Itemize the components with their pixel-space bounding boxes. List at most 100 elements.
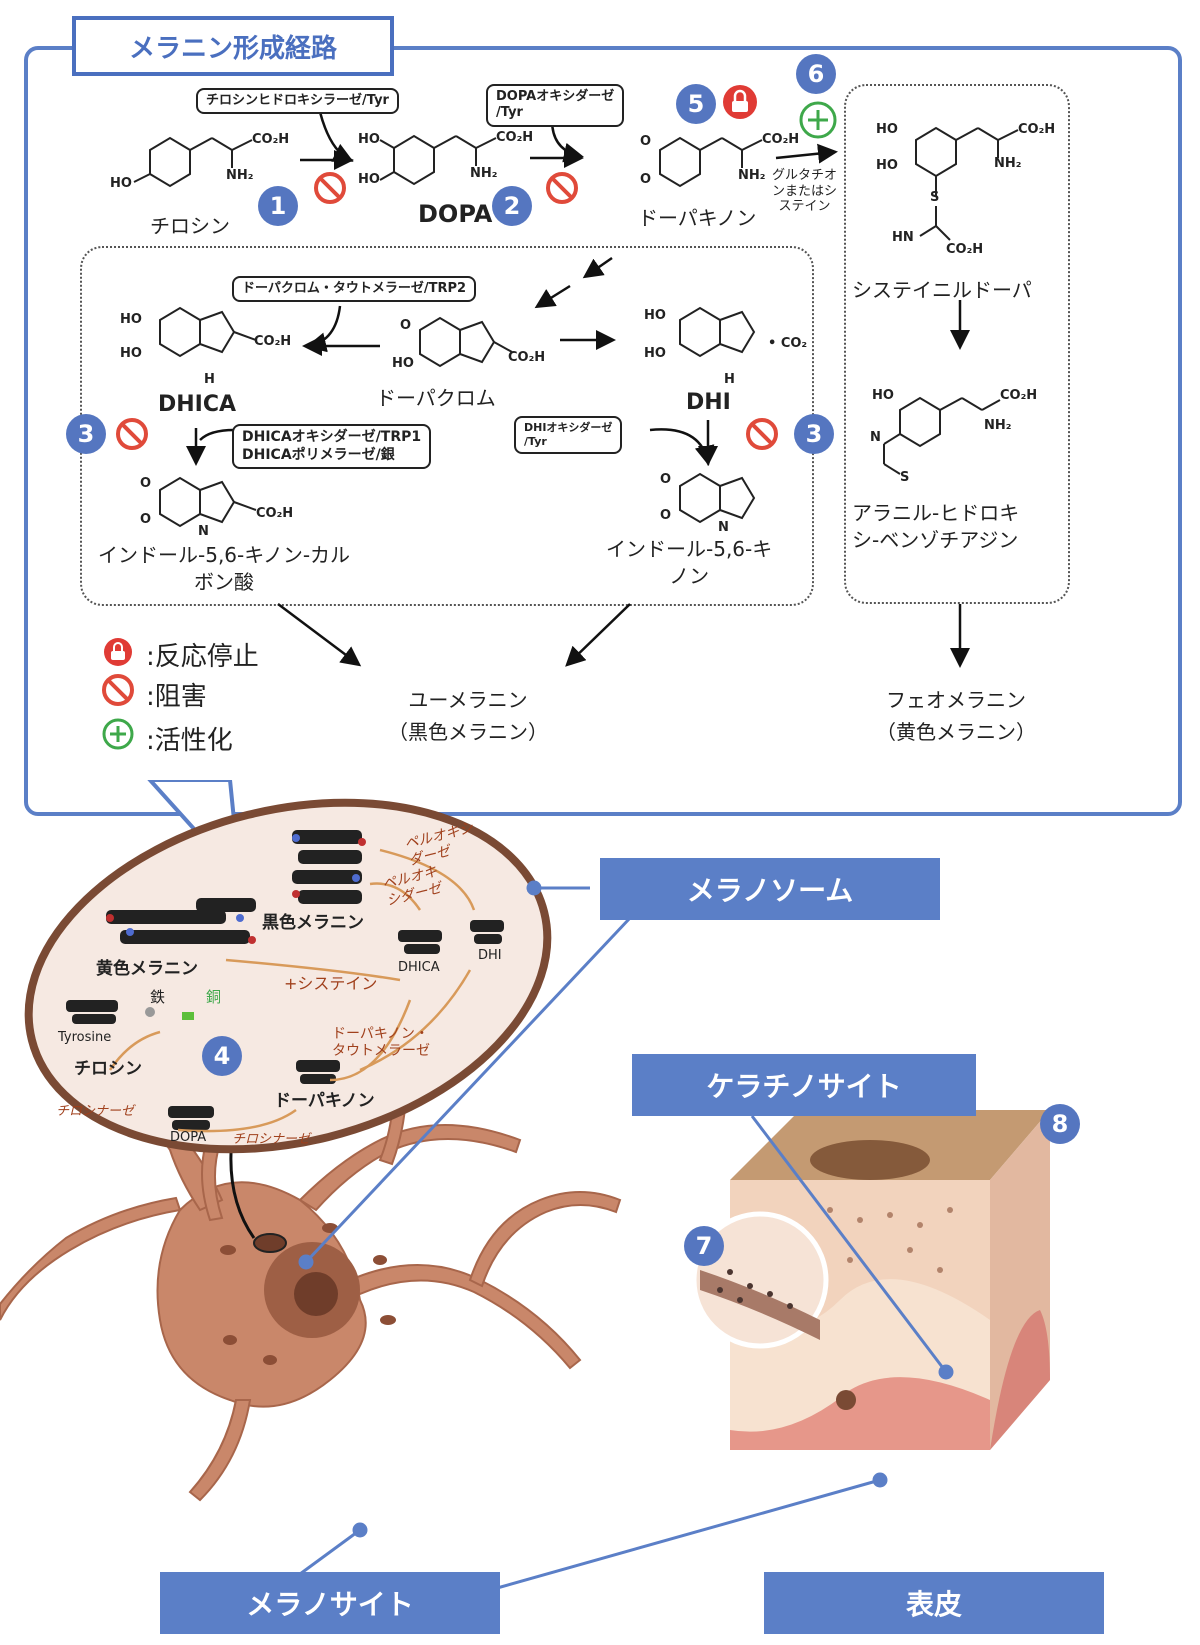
indole-quinone-line1: インドール-5,6-キ [606, 537, 773, 561]
arrow [108, 1030, 161, 1071]
dopaquinone-label: ドーパキノン [638, 206, 757, 230]
eumelanin-line1: ユーメラニン [408, 688, 528, 712]
legend-activate: :活性化 [146, 726, 233, 756]
enzyme-dopa-oxidase-line1: DOPAオキシダーゼ [496, 89, 615, 104]
dopaquinone-small-label: ドーパキノン [274, 1091, 375, 1111]
dopaquinone-tautomerase-line1: ドーパキノン・ [332, 1026, 429, 1042]
arrow [379, 848, 476, 911]
arrow [329, 999, 412, 1082]
pathway-title: メラニン形成経路 [72, 16, 394, 76]
dopachrome-label: ドーパクロム [376, 386, 496, 410]
enzyme-tyrosine-hydroxylase: チロシンヒドロキシラーゼ/Tyr [196, 88, 399, 115]
stop-icons [104, 85, 757, 666]
inhibit-icon [116, 418, 148, 450]
chem-label: CO₂H [946, 242, 984, 257]
plus-icon [799, 101, 837, 139]
chem-label: H [724, 372, 735, 387]
dhi-small-label: DHI [478, 948, 502, 963]
enzyme-dopa-oxidase: DOPAオキシダーゼ /Tyr [486, 84, 625, 127]
cysteinyldopa-ring [915, 126, 957, 178]
legend-stop: :反応停止 [146, 642, 259, 672]
eumelanin-label: ユーメラニン （黒色メラニン） [388, 684, 548, 748]
chem-label: CO₂H [762, 132, 800, 147]
chem-label: NH₂ [738, 168, 766, 183]
black-melanin-label: 黒色メラニン [262, 913, 364, 933]
iron-label: 鉄 [150, 988, 166, 1006]
indole-acid-label: インドール-5,6-キノン-カル ボン酸 [98, 542, 350, 596]
chem-label: O [660, 508, 672, 523]
chem-label: N [870, 430, 881, 445]
pheomelanin-line1: フェオメラニン [886, 688, 1026, 712]
chem-label: CO₂H [1000, 388, 1038, 403]
pheomelanin-group-box [844, 84, 1070, 604]
arrow [369, 882, 422, 911]
chem-label: NH₂ [984, 418, 1012, 433]
cysteinyldopa-label: システイニルドーパ [852, 278, 1032, 302]
number-badge-4: 4 [202, 1036, 242, 1076]
melanosome-callout: メラノソーム [600, 858, 940, 920]
inhibit-icon [314, 172, 346, 204]
pheomelanin-line2: （黄色メラニン） [876, 720, 1036, 744]
inhibit-icon [546, 172, 578, 204]
dopa-small-label: DOPA [170, 1130, 207, 1145]
glutathione-line1: グルタチオ [772, 168, 838, 183]
number-badge-3-left: 3 [66, 414, 106, 454]
indole-quinone-line2: ノン [669, 564, 710, 588]
pheomelanin-label: フェオメラニン （黄色メラニン） [876, 684, 1036, 748]
chem-label: HO [644, 346, 666, 361]
chem-label: O [640, 134, 652, 149]
indole-acid-line2: ボン酸 [194, 570, 255, 594]
chem-label: HO [358, 132, 380, 147]
chem-label: S [930, 190, 940, 205]
enzyme-dhi-line2: /Tyr [524, 434, 547, 448]
dhica-label: DHICA [158, 392, 237, 417]
dopaquinone-ring [659, 136, 701, 188]
tyrosine-small-label: チロシン [74, 1059, 142, 1079]
arrow [225, 958, 401, 982]
number-badge-6: 6 [796, 54, 836, 94]
tyrosine-en-label: Tyrosine [58, 1030, 112, 1045]
chem-label: NH₂ [226, 168, 254, 183]
chem-label: O [640, 172, 652, 187]
chem-label: CO₂H [254, 334, 292, 349]
chem-label: HO [392, 356, 414, 371]
chem-label: HO [358, 172, 380, 187]
number-badge-3-right: 3 [794, 414, 834, 454]
melanosome-in-cell [253, 1233, 287, 1253]
enzyme-dhica-line2: DHICAポリメラーゼ/銀 [242, 446, 395, 463]
glutathione-line2: ンまたはシ [772, 183, 838, 199]
keratinocyte-callout: ケラチノサイト [632, 1054, 976, 1116]
melanosome-oval [24, 798, 552, 1154]
chem-label: CO₂H [508, 350, 546, 365]
dopaquinone-tautomerase-line2: タウトメラーゼ [332, 1042, 430, 1059]
arrow [177, 1108, 297, 1133]
chem-label: CO₂H [256, 506, 294, 521]
benzothiazine-line1: アラニル-ヒドロキ [852, 501, 1020, 525]
plus-icon [102, 718, 134, 750]
tyrosine-label: チロシン [150, 214, 230, 238]
yellow-melanin-cluster [106, 898, 256, 944]
enzyme-dopachrome-tautomerase: ドーパクロム・タウトメラーゼ/TRP2 [232, 276, 477, 303]
chem-label: H [204, 372, 215, 387]
benzothiazine-line2: シ-ベンゾチアジン [852, 528, 1019, 552]
chem-label: CO₂H [1018, 122, 1056, 137]
melanocyte-shape [0, 968, 622, 1502]
enzyme-dhica-line1: DHICAオキシダーゼ/TRP1 [242, 429, 422, 445]
yellow-melanin-label: 黄色メラニン [96, 959, 198, 979]
benzothiazine-label: アラニル-ヒドロキ シ-ベンゾチアジン [852, 500, 1019, 554]
enzyme-dhica: DHICAオキシダーゼ/TRP1 DHICAポリメラーゼ/銀 [232, 424, 432, 469]
enzyme-dopa-oxidase-line2: /Tyr [496, 105, 523, 121]
glutathione-line3: ステイン [778, 199, 831, 215]
chem-label: HO [876, 158, 898, 173]
chem-label: O [140, 512, 152, 527]
chem-label: HO [110, 176, 132, 191]
chem-label: O [660, 472, 672, 487]
chem-label: S [900, 470, 910, 485]
number-badge-8: 8 [1040, 1104, 1080, 1144]
chem-label: HO [876, 122, 898, 137]
dhica-small-label: DHICA [398, 960, 440, 975]
dhi-label: DHI [686, 390, 731, 415]
co2-label: • CO₂ [768, 336, 808, 351]
chem-label: CO₂H [496, 130, 534, 145]
chem-label: NH₂ [470, 166, 498, 181]
